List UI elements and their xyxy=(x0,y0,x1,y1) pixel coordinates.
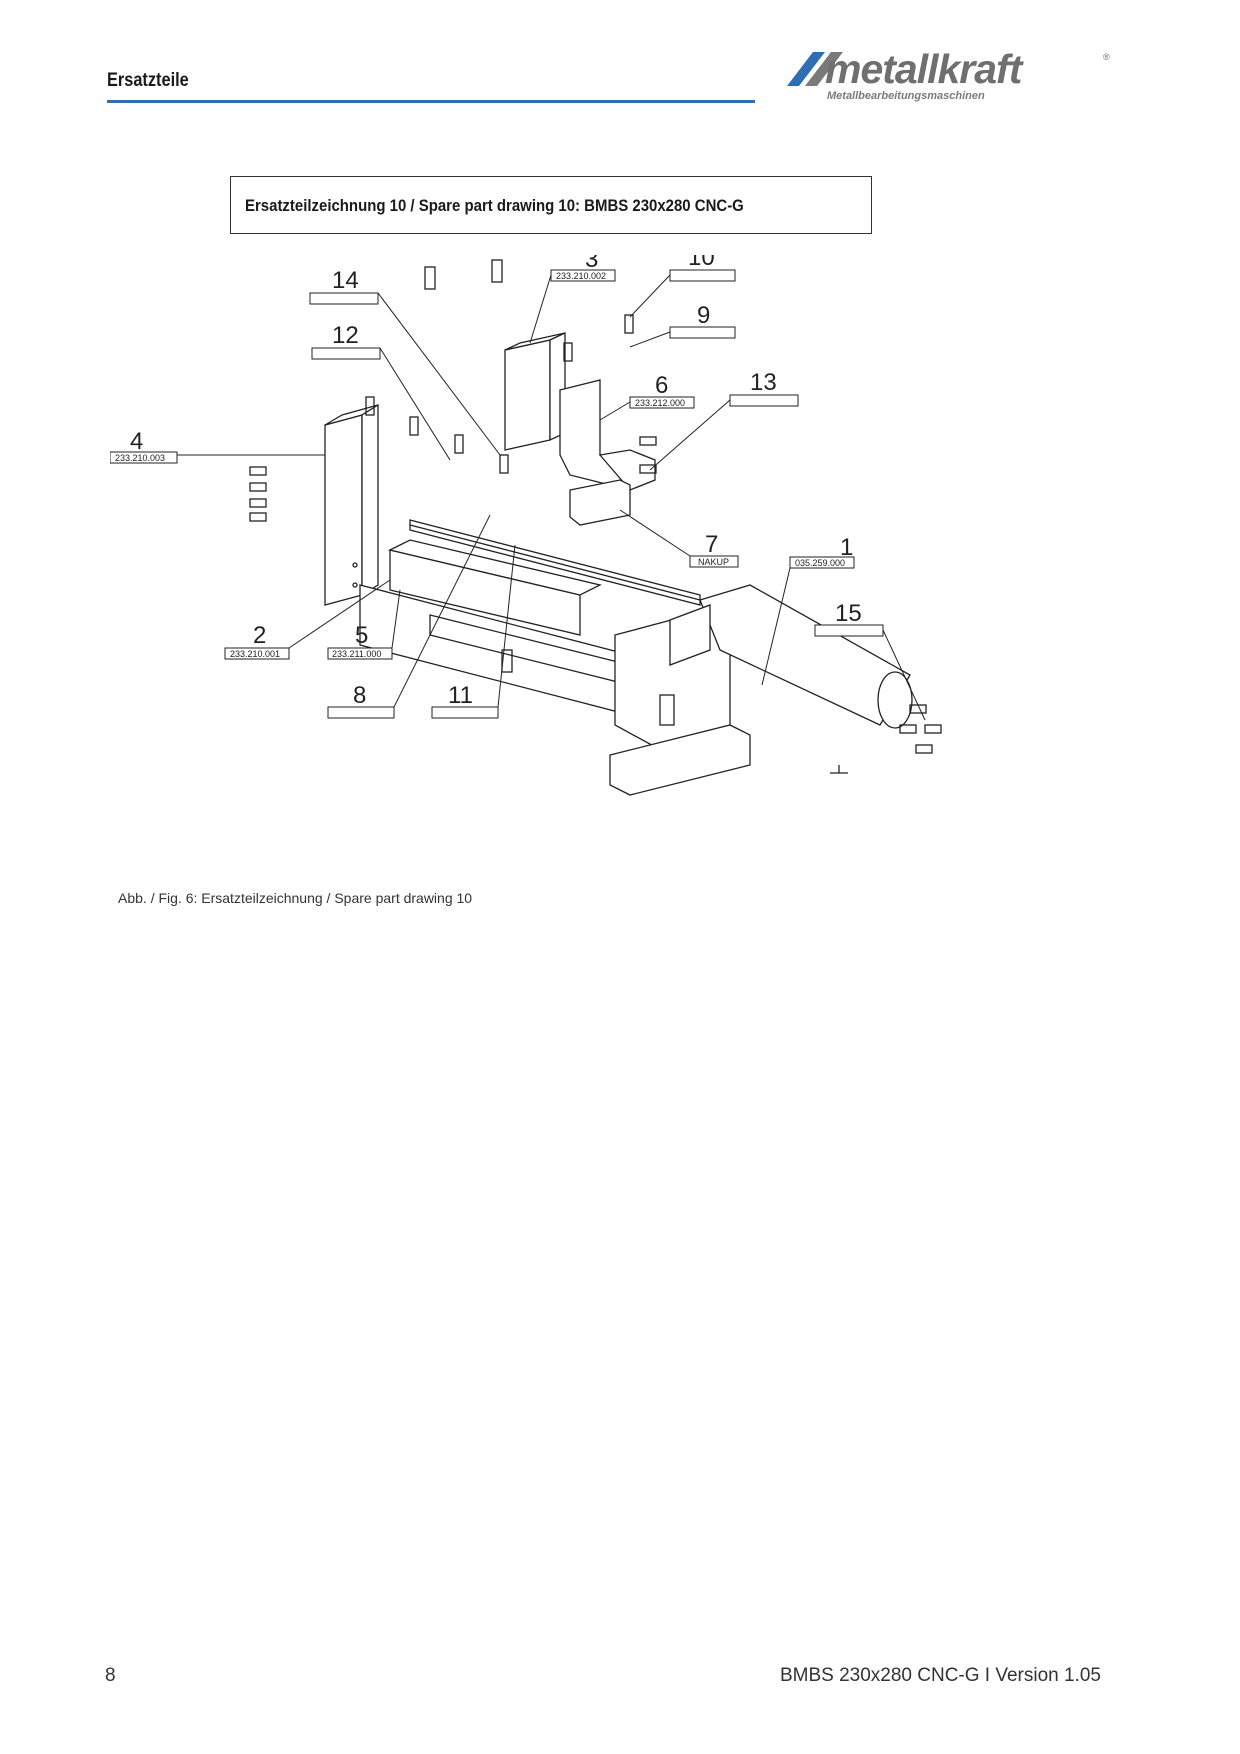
brand-logo: metallkraft ® Metallbearbeitungsmaschine… xyxy=(785,46,1115,108)
drawing-title-box: Ersatzteilzeichnung 10 / Spare part draw… xyxy=(230,176,872,234)
callout-3-partno: 233.210.002 xyxy=(556,271,606,281)
callout-8-number: 8 xyxy=(353,682,366,709)
guide-bar-part xyxy=(324,403,379,606)
linear-rail-part xyxy=(409,519,701,606)
callout-14-number: 14 xyxy=(332,267,359,294)
block-part xyxy=(504,331,566,451)
callout-12-number: 12 xyxy=(332,322,359,349)
spare-part-drawing: 1 035.259.000 2 233.210.001 3 233.210.00… xyxy=(110,255,942,796)
carriage-block-part xyxy=(569,479,631,526)
callout-7-number: 7 xyxy=(705,531,718,558)
callout-6-partno: 233.212.000 xyxy=(635,398,685,408)
document-version: BMBS 230x280 CNC-G I Version 1.05 xyxy=(779,1665,1101,1686)
callout-6-number: 6 xyxy=(655,372,668,399)
callout-2-number: 2 xyxy=(253,622,266,649)
page-number: 8 xyxy=(105,1665,116,1686)
callout-3-number: 3 xyxy=(585,255,598,273)
callout-1-partno: 035.259.000 xyxy=(795,558,845,568)
callout-7-partno: NAKUP xyxy=(698,557,729,567)
callout-13-number: 13 xyxy=(750,369,777,396)
callout-4-number: 4 xyxy=(130,428,143,455)
bracket-part xyxy=(559,379,656,491)
base-frame-part xyxy=(359,539,751,796)
callout-2-partno: 233.210.001 xyxy=(230,649,280,659)
callout-9-number: 9 xyxy=(697,302,710,329)
callout-10-number: 10 xyxy=(688,255,715,271)
brand-name: metallkraft xyxy=(825,46,1022,92)
figure-caption: Abb. / Fig. 6: Ersatzteilzeichnung / Spa… xyxy=(118,890,473,906)
brand-tagline: Metallbearbeitungsmaschinen xyxy=(827,90,985,102)
callout-11-number: 11 xyxy=(448,682,473,709)
brand-registered: ® xyxy=(1103,52,1110,62)
cylinder-part xyxy=(669,584,913,729)
callout-5-number: 5 xyxy=(355,622,368,649)
section-title: Ersatzteile xyxy=(107,70,189,91)
callout-5-partno: 233.211.000 xyxy=(332,649,381,659)
logo-mark-icon xyxy=(787,52,843,86)
callout-15-number: 15 xyxy=(835,600,862,627)
callout-4-partno: 233.210.003 xyxy=(115,453,165,463)
screw-set-icon xyxy=(249,259,942,754)
header-rule xyxy=(107,100,755,103)
callout-1-number: 1 xyxy=(840,534,853,561)
drawing-title: Ersatzteilzeichnung 10 / Spare part draw… xyxy=(245,196,744,215)
